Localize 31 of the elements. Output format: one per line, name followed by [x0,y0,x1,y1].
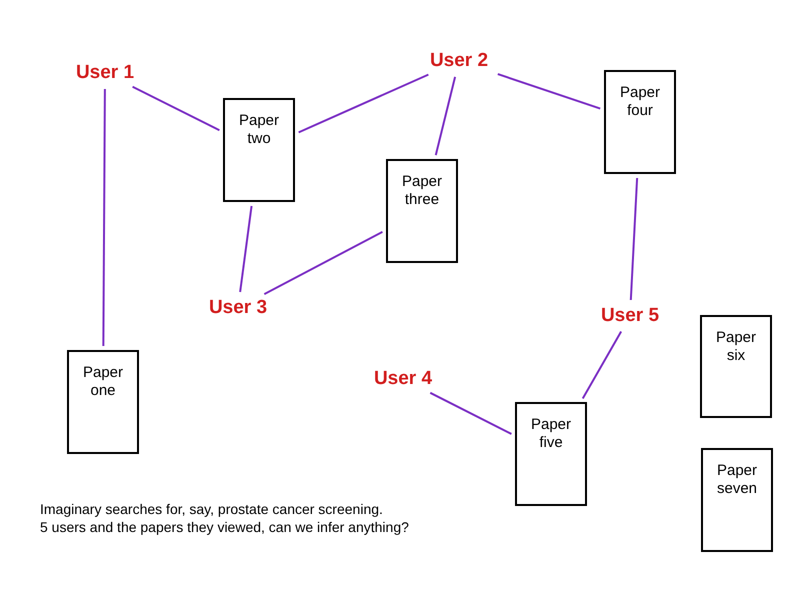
note-text: 5 users and the papers they viewed, can we infer anything? [40,518,409,536]
paper-title: Paper one [82,364,124,400]
user-label: User 3 [203,296,273,320]
connector-line [582,330,622,400]
connector-line [298,74,429,134]
paper-box [701,448,773,552]
paper-box [386,159,458,263]
user-label: User 5 [595,304,665,328]
connector-line [102,89,106,346]
user-label: User 2 [424,49,494,73]
paper-title: Paper seven [716,462,758,498]
paper-title: Paper two [238,112,280,148]
connector-line [497,73,601,110]
paper-title: Paper four [618,84,662,120]
connector-line [630,178,638,300]
paper-title: Paper three [400,173,444,209]
connector-line [132,86,220,132]
connector-line [430,392,512,435]
paper-box [604,70,676,174]
paper-box [67,350,139,454]
connector-line [239,206,253,292]
paper-box [223,98,295,202]
paper-box [700,315,772,418]
connector-line [264,230,383,296]
paper-title: Paper five [530,416,572,452]
user-label: User 4 [368,367,438,391]
connector-line [434,76,456,156]
paper-box [515,402,587,506]
paper-title: Paper six [714,329,758,365]
user-label: User 1 [70,61,140,85]
note-text: Imaginary searches for, say, prostate cancer screening. [40,500,384,518]
